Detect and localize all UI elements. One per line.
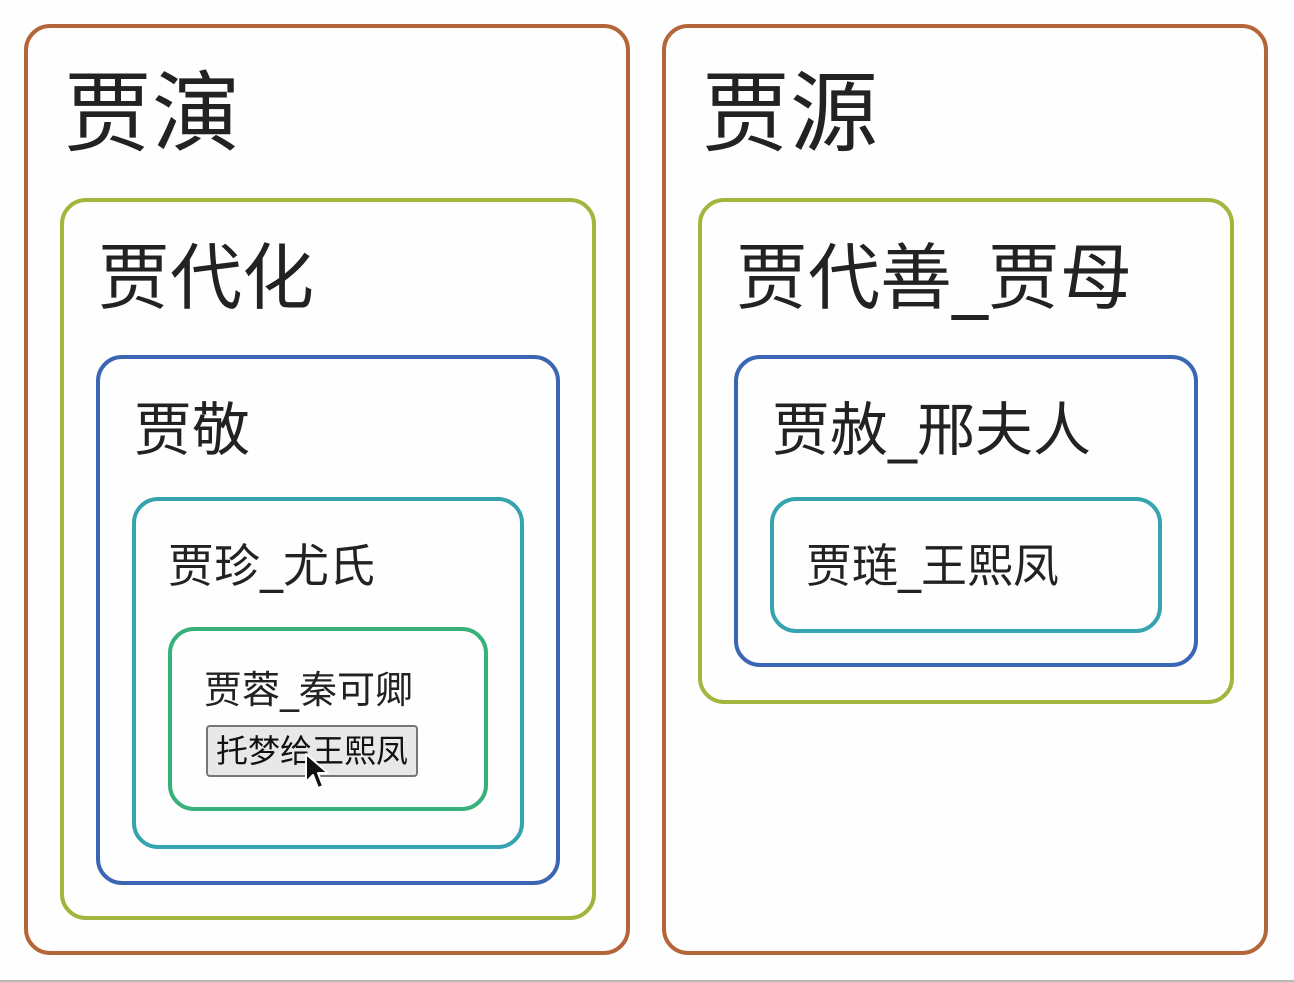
- family-name-jia-she: 贾赦_邢夫人: [772, 396, 1092, 464]
- family-name-jia-zhen: 贾珍_尤氏: [168, 539, 375, 593]
- family-box-jia-she: 贾赦_邢夫人 贾琏_王熙凤: [734, 355, 1198, 667]
- family-box-jia-jing: 贾敬 贾珍_尤氏 贾蓉_秦可卿 托梦给王熙凤: [96, 355, 560, 885]
- family-box-jia-daihua: 贾代化 贾敬 贾珍_尤氏 贾蓉_秦可卿 托梦给王熙凤: [60, 198, 596, 920]
- family-name-jia-yuan: 贾源: [702, 62, 879, 165]
- family-box-jia-lian: 贾琏_王熙凤: [770, 497, 1162, 633]
- family-box-jia-daishan: 贾代善_贾母 贾赦_邢夫人 贾琏_王熙凤: [698, 198, 1234, 704]
- family-name-jia-jing: 贾敬: [134, 396, 251, 464]
- family-name-jia-yan: 贾演: [64, 62, 241, 165]
- family-box-jia-yuan: 贾源 贾代善_贾母 贾赦_邢夫人 贾琏_王熙凤: [662, 24, 1268, 955]
- family-name-jia-rong: 贾蓉_秦可卿: [204, 668, 414, 712]
- family-name-jia-daihua: 贾代化: [98, 236, 315, 320]
- family-name-jia-daishan: 贾代善_贾母: [736, 236, 1133, 320]
- family-box-jia-yan: 贾演 贾代化 贾敬 贾珍_尤氏 贾蓉_秦可卿 托梦给王熙凤: [24, 24, 630, 955]
- family-box-jia-zhen: 贾珍_尤氏 贾蓉_秦可卿 托梦给王熙凤: [132, 497, 524, 849]
- family-name-jia-lian: 贾琏_王熙凤: [806, 539, 1059, 593]
- bottom-divider: [0, 980, 1294, 982]
- arrow-pointer-icon: [305, 753, 329, 789]
